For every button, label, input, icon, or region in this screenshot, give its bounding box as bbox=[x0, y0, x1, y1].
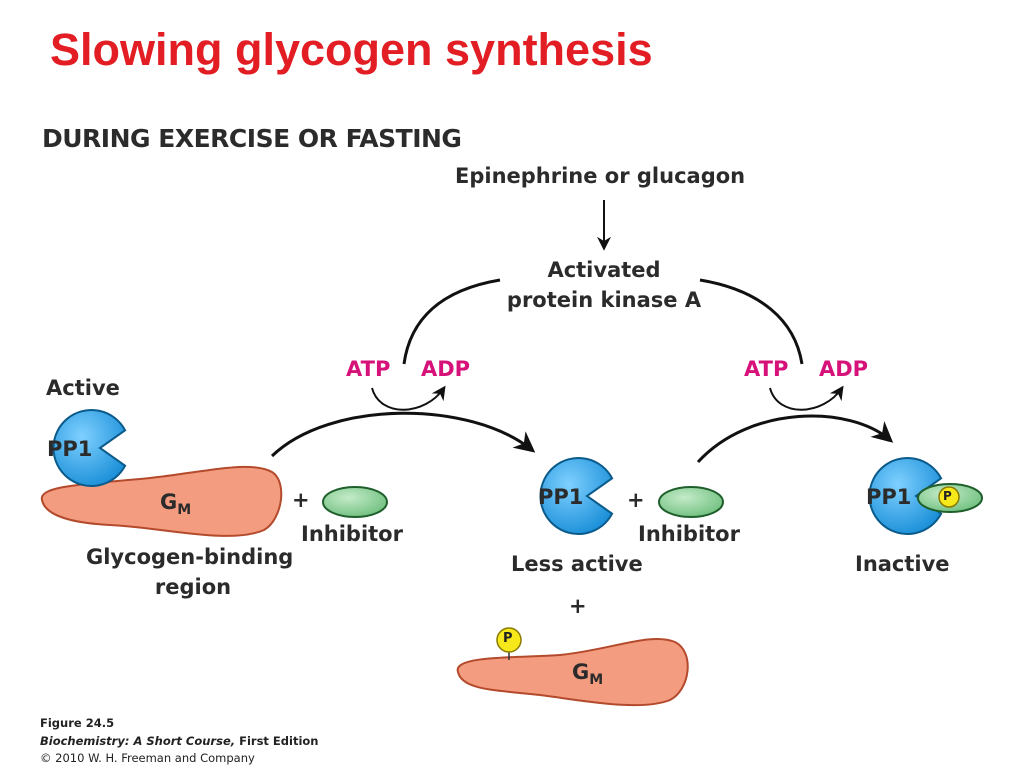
plus-sign-2: + bbox=[627, 488, 645, 512]
pp1-less-active-shape bbox=[539, 457, 614, 535]
pp1-label-inactive: PP1 bbox=[866, 485, 912, 509]
kinase-arc-left bbox=[402, 278, 501, 365]
phosphate-label-gm: P bbox=[503, 631, 513, 646]
book-reference: Biochemistry: A Short Course, First Edit… bbox=[40, 734, 319, 748]
pp1-active-shape bbox=[52, 409, 127, 487]
gm-label-bottom: GM bbox=[572, 660, 604, 689]
plus-sign-1: + bbox=[292, 488, 310, 512]
kinase-arc-right bbox=[699, 278, 804, 365]
atp-adp-hook-2 bbox=[769, 385, 844, 411]
section-heading: DURING EXERCISE OR FASTING bbox=[42, 124, 462, 153]
phosphate-label-inhibitor: P bbox=[943, 489, 952, 503]
binding-region-label-2: region bbox=[154, 575, 232, 599]
reaction-arrow-2 bbox=[696, 414, 894, 464]
atp-label-2: ATP bbox=[744, 357, 789, 381]
atp-adp-hook-1 bbox=[371, 385, 446, 411]
pp1-label-less-active: PP1 bbox=[538, 485, 584, 509]
figure-number: Figure 24.5 bbox=[40, 716, 115, 730]
phosphate-circle-inhibitor bbox=[938, 486, 960, 508]
gm-label-left: GM bbox=[160, 490, 192, 519]
copyright-line: © 2010 W. H. Freeman and Company bbox=[40, 751, 255, 765]
slide-title: Slowing glycogen synthesis bbox=[50, 24, 653, 75]
phosphate-circle-gm bbox=[496, 627, 522, 653]
kinase-label-line2: protein kinase A bbox=[506, 288, 702, 312]
kinase-label-line1: Activated bbox=[547, 258, 661, 282]
binding-region-label-1: Glycogen-binding bbox=[86, 545, 294, 569]
inhibitor-label-1: Inhibitor bbox=[301, 522, 403, 546]
adp-label-2: ADP bbox=[819, 357, 869, 381]
active-label: Active bbox=[46, 376, 120, 400]
inhibitor-label-2: Inhibitor bbox=[638, 522, 740, 546]
reaction-arrow-1 bbox=[270, 411, 536, 458]
atp-label-1: ATP bbox=[346, 357, 391, 381]
inhibitor-shape-2 bbox=[658, 486, 724, 518]
inactive-label: Inactive bbox=[855, 552, 950, 576]
less-active-label: Less active bbox=[511, 552, 643, 576]
inhibitor-shape-1 bbox=[322, 486, 388, 518]
plus-sign-3: + bbox=[569, 594, 587, 618]
pp1-inactive-shape bbox=[868, 457, 943, 535]
pp1-label-active: PP1 bbox=[47, 437, 93, 461]
hormone-label: Epinephrine or glucagon bbox=[455, 164, 746, 188]
adp-label-1: ADP bbox=[421, 357, 471, 381]
gm-protein-bottom bbox=[456, 638, 689, 707]
